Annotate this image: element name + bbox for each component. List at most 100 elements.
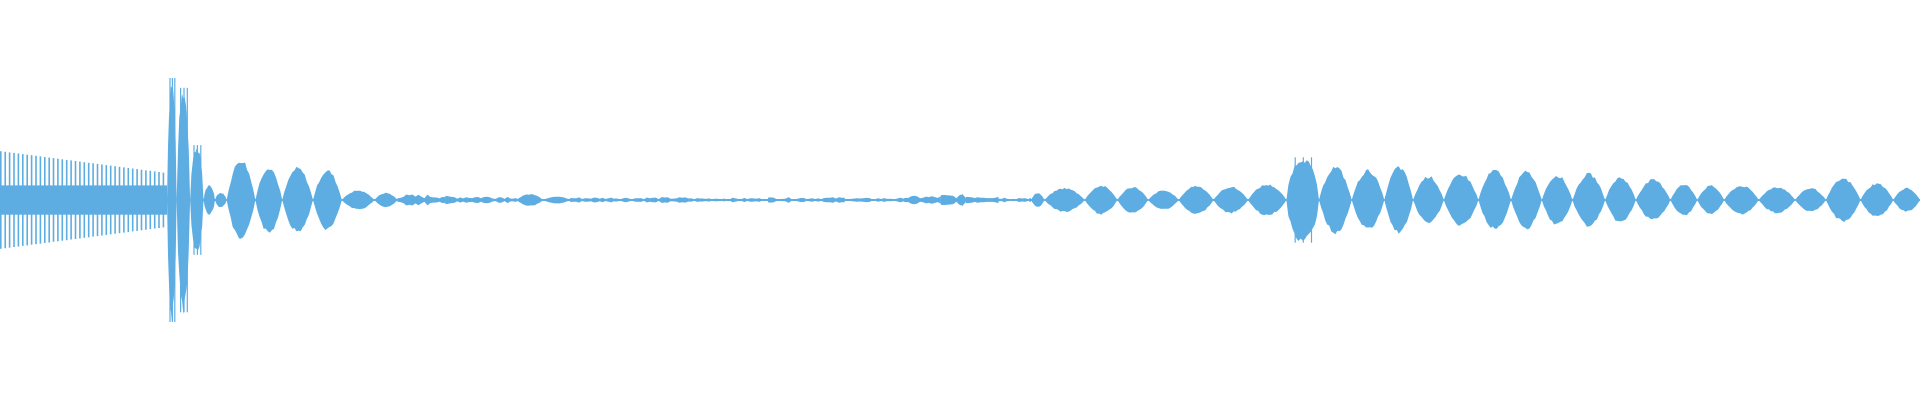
waveform-segment-spike — [215, 193, 227, 208]
waveform-segment-lobe — [1572, 172, 1606, 227]
waveform-centerline — [998, 199, 1031, 201]
waveform-centerline — [614, 199, 692, 201]
waveform-centerline — [1351, 199, 1385, 201]
waveform-segment-lobe — [1795, 188, 1826, 212]
waveform-centerline — [255, 199, 283, 201]
waveform-centerline — [1148, 199, 1179, 201]
waveform-segment-spike — [176, 87, 191, 315]
waveform-segment-noise — [397, 194, 446, 206]
waveform-centerline — [1213, 199, 1248, 201]
waveform-centerline — [691, 199, 768, 201]
waveform-segment-spike — [190, 145, 204, 255]
waveform-centerline — [1860, 199, 1894, 201]
waveform-centerline — [543, 199, 571, 201]
waveform-centerline — [1319, 199, 1352, 201]
waveform-centerline — [1795, 199, 1826, 201]
waveform-segment-lobe — [1117, 187, 1149, 213]
waveform-segment-lobe — [543, 196, 571, 204]
waveform-segment-spike — [167, 78, 177, 322]
waveform-segment-lobe — [1758, 187, 1796, 214]
waveform-centerline — [1044, 199, 1085, 201]
waveform-segment-lobe — [1178, 185, 1214, 214]
waveform-segment-noise — [940, 194, 966, 206]
waveform-centerline — [1697, 199, 1725, 201]
waveform-segment-lobe — [1213, 186, 1248, 214]
waveform-segment-lobe — [1031, 193, 1045, 207]
waveform-centerline — [0, 199, 167, 201]
waveform-centerline — [1724, 199, 1759, 201]
waveform-segment-lobe — [1511, 170, 1542, 230]
waveform-centerline — [176, 199, 190, 201]
waveform-centerline — [1541, 199, 1573, 201]
waveform-segment-noise — [445, 195, 517, 205]
waveform-centerline — [1511, 199, 1542, 201]
waveform-segment-lobe — [313, 170, 342, 230]
waveform-centerline — [1031, 199, 1045, 201]
waveform-centerline — [341, 199, 375, 201]
waveform-centerline — [570, 199, 615, 201]
waveform-segment-noise — [965, 196, 999, 204]
waveform-centerline — [1443, 199, 1479, 201]
waveform-segment-lobe — [1319, 166, 1352, 235]
waveform-segment-lobe — [1635, 179, 1671, 220]
waveform-centerline — [1117, 199, 1149, 201]
waveform-segment-lobe — [1478, 169, 1511, 229]
waveform-segment-noise — [691, 197, 768, 203]
waveform-centerline — [226, 199, 256, 201]
waveform-centerline — [844, 199, 903, 201]
waveform-centerline — [940, 199, 966, 201]
waveform-segment-noise — [768, 197, 845, 203]
waveform-segment-lobe — [1443, 174, 1479, 226]
waveform-segment-spike — [203, 185, 215, 215]
waveform-segment-lobe — [1605, 177, 1636, 222]
waveform-centerline — [1572, 199, 1606, 201]
waveform-segment-noise — [614, 197, 692, 203]
waveform-segment-lobe — [1351, 169, 1385, 228]
waveform-centerline — [1635, 199, 1671, 201]
waveform-segment-lobe — [1724, 186, 1759, 215]
waveform-segment-noise — [570, 197, 615, 203]
waveform-segment-lobe — [226, 162, 256, 239]
waveform-segment-lobe — [1697, 185, 1725, 215]
waveform-segment-lobe — [1541, 176, 1573, 225]
waveform-centerline — [397, 199, 446, 201]
waveform-centerline — [167, 199, 177, 201]
waveform-segment-lobe — [341, 190, 375, 210]
waveform-segment-noise — [844, 197, 903, 203]
waveform-centerline — [1825, 199, 1861, 201]
waveform-segment-lobe — [1860, 183, 1894, 216]
waveform-centerline — [1478, 199, 1511, 201]
waveform-segment-lobe — [1044, 187, 1085, 212]
waveform-centerline — [313, 199, 342, 201]
waveform-segment-dense-decay — [0, 151, 167, 249]
waveform-centerline — [1413, 199, 1444, 201]
waveform-centerline — [374, 199, 398, 201]
waveform-centerline — [1084, 199, 1118, 201]
waveform-segment-spike — [1286, 157, 1319, 243]
waveform-centerline — [203, 199, 215, 201]
waveform-segment-lobe — [1384, 166, 1414, 234]
waveform-centerline — [1178, 199, 1214, 201]
waveform-centerline — [190, 199, 204, 201]
waveform-segment-noise — [902, 195, 941, 205]
waveform-segment-lobe — [1248, 184, 1287, 216]
waveform-centerline — [1670, 199, 1698, 201]
waveform-centerline — [768, 199, 845, 201]
waveform-centerline — [965, 199, 999, 201]
waveform-centerline — [1758, 199, 1796, 201]
waveform-centerline — [1248, 199, 1287, 201]
waveform-centerline — [1893, 199, 1920, 201]
waveform-segment-lobe — [1670, 185, 1698, 216]
waveform-segment-lobe — [1413, 176, 1444, 224]
waveform-centerline — [902, 199, 941, 201]
waveform-segment-lobe — [1893, 187, 1920, 212]
waveform-centerline — [1605, 199, 1636, 201]
waveform-segment-lobe — [255, 169, 283, 233]
waveform-segment-lobe — [1084, 185, 1118, 215]
waveform-segment-lobe — [374, 192, 398, 208]
waveform-segment-lobe — [516, 194, 544, 206]
waveform-centerline — [445, 199, 517, 201]
waveform-centerline — [516, 199, 544, 201]
